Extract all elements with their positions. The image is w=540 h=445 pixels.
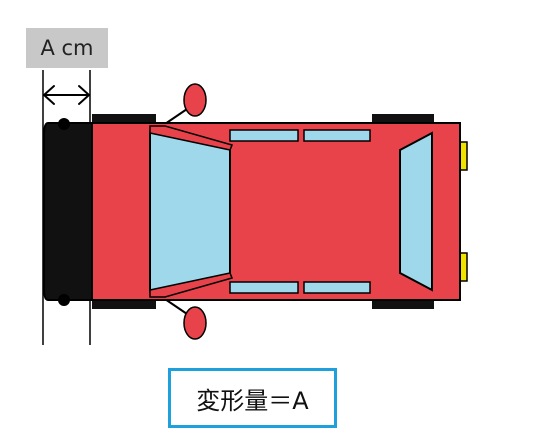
a-pillar-top [149, 125, 234, 151]
windshield [149, 129, 231, 294]
side-window-front-top [229, 129, 299, 142]
side-window-rear-top [303, 129, 371, 142]
side-window-rear-bottom [303, 281, 371, 294]
side-window-front-bottom [229, 281, 299, 294]
double-arrow-icon [42, 85, 91, 105]
result-label: 変形量＝A [168, 368, 337, 428]
a-pillar-bottom [149, 272, 234, 298]
mirror-bottom [183, 306, 207, 340]
crushed-front [43, 122, 93, 301]
crushed-front-bolt [58, 294, 70, 306]
mirror-top [183, 83, 207, 117]
rear-window [399, 131, 433, 292]
crushed-front-bolt [58, 118, 70, 130]
measure-label: A cm [26, 28, 108, 68]
